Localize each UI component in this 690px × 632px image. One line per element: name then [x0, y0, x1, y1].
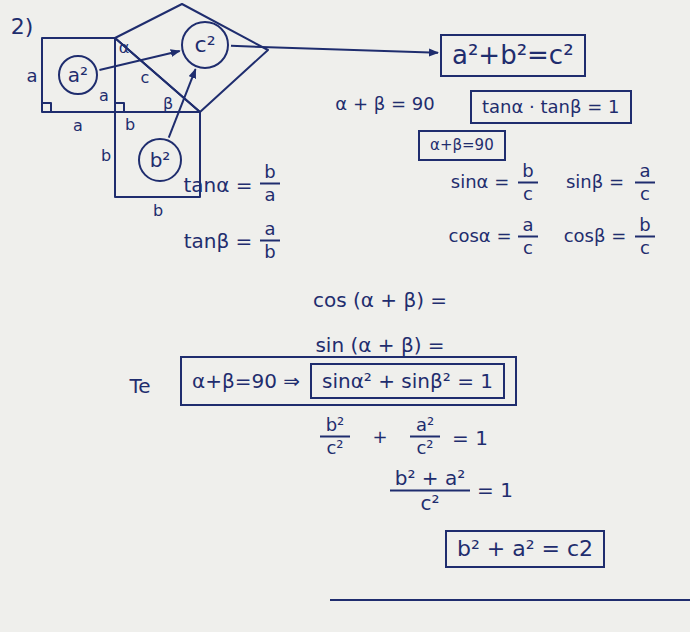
math-label: a — [26, 67, 37, 85]
math-label: sin (α + β) = — [315, 335, 444, 355]
math-label: b² — [326, 416, 345, 434]
fraction-bar — [320, 436, 350, 438]
math-label: cos (α + β) = — [313, 290, 447, 310]
node-text: sinα² + sinβ² = 1 — [322, 370, 493, 392]
node-text: α+β=90 ⇒ — [192, 370, 300, 392]
math-label: c — [523, 185, 533, 203]
math-label: c — [640, 185, 650, 203]
equation-box: sinα² + sinβ² = 1 — [310, 363, 505, 399]
fraction-bar — [410, 436, 440, 438]
fraction-bar — [390, 490, 470, 492]
math-label: α + β = 90 — [335, 95, 434, 113]
math-label: a — [99, 88, 109, 104]
math-label: c — [141, 70, 150, 86]
right-angle-mark — [42, 103, 51, 112]
math-label: b — [639, 216, 650, 234]
term-circle: b² — [138, 138, 182, 182]
math-label: a — [522, 216, 533, 234]
fraction-bar — [635, 236, 655, 238]
arrow-connector — [99, 51, 179, 70]
math-label: c² — [420, 493, 439, 513]
math-label: c² — [326, 439, 343, 457]
math-label: b² + a² — [395, 468, 465, 488]
node-text: c² — [195, 33, 216, 57]
math-label: c — [523, 239, 533, 257]
math-label: c² — [416, 439, 433, 457]
math-label: sinβ = — [566, 173, 624, 191]
node-text: b² — [150, 149, 171, 171]
math-label: b — [264, 163, 275, 181]
math-label: cosβ = — [564, 227, 627, 245]
math-label: a — [264, 220, 275, 238]
math-label: sinα = — [451, 173, 509, 191]
equation-box: α+β=90 ⇒ sinα² + sinβ² = 1 — [180, 356, 517, 406]
math-label: cosα = — [449, 227, 512, 245]
equation-box: α+β=90 — [418, 130, 506, 161]
node-text: α+β=90 — [430, 137, 494, 154]
math-label: a² — [416, 416, 434, 434]
math-label: = 1 — [477, 480, 513, 500]
math-label: = 1 — [452, 428, 488, 448]
square-c — [115, 4, 268, 112]
arrow-connector — [231, 46, 438, 53]
math-label: b — [264, 243, 275, 261]
equation-box: b² + a² = c2 — [445, 530, 605, 568]
math-label: b — [101, 148, 111, 164]
term-circle: c² — [181, 21, 229, 69]
math-label: b — [153, 203, 163, 219]
square-a — [42, 38, 115, 112]
math-label: α — [119, 40, 130, 56]
node-text: b² + a² = c2 — [457, 537, 593, 561]
node-text: a² — [68, 64, 88, 86]
math-label: a — [264, 186, 275, 204]
math-label: b — [125, 117, 135, 133]
fraction-bar — [635, 182, 655, 184]
math-label: + — [372, 428, 387, 446]
math-label: a — [73, 118, 83, 134]
fraction-bar — [260, 183, 280, 185]
underline — [330, 599, 690, 601]
node-text: tanα · tanβ = 1 — [482, 97, 620, 117]
equation-box: tanα · tanβ = 1 — [470, 90, 632, 124]
math-label: c — [640, 239, 650, 257]
math-label: 2) — [11, 16, 34, 38]
math-label: tanα = — [183, 175, 252, 195]
right-triangle — [115, 38, 200, 112]
fraction-bar — [260, 240, 280, 242]
node-text: a²+b²=c² — [452, 41, 574, 70]
term-circle: a² — [58, 55, 98, 95]
math-label: Te — [129, 376, 150, 396]
fraction-bar — [518, 182, 538, 184]
fraction-bar — [518, 236, 538, 238]
math-label: tanβ = — [184, 231, 253, 251]
math-label: b — [522, 162, 533, 180]
math-label: a — [639, 162, 650, 180]
right-angle-mark — [115, 103, 124, 112]
equation-box: a²+b²=c² — [440, 34, 586, 77]
math-label: β — [163, 96, 173, 112]
